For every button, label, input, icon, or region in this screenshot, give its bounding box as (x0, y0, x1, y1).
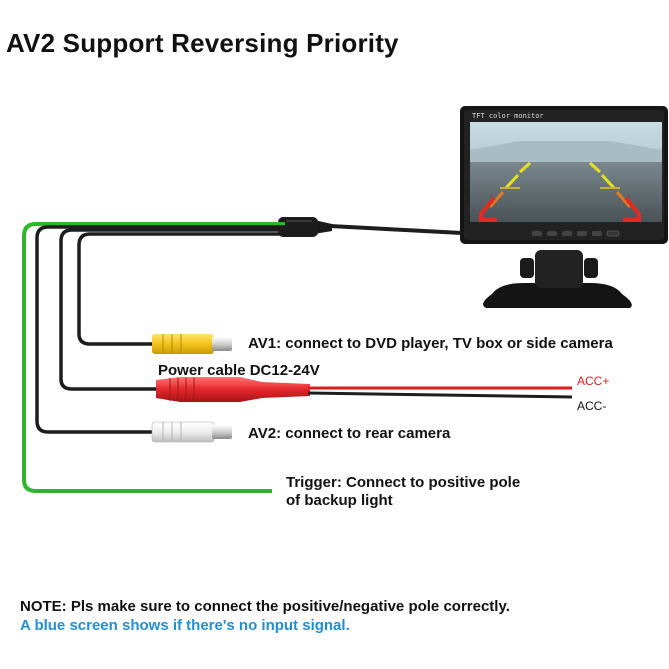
monitor-brand-text: TFT color monitor (472, 112, 544, 120)
page-title: AV2 Support Reversing Priority (6, 28, 399, 58)
power-cable-label: Power cable DC12-24V (158, 362, 320, 379)
main-cable (329, 224, 463, 235)
acc-plus-label: ACC+ (577, 374, 610, 388)
av2-wire (35, 225, 285, 434)
monitor-buttons (532, 230, 620, 237)
wire-harness (22, 222, 285, 493)
monitor: TFT color monitor (460, 106, 668, 244)
av1-label: AV1: connect to DVD player, TV box or si… (248, 335, 613, 352)
power-connector (156, 377, 310, 402)
acc-minus-label: ACC- (577, 399, 607, 413)
av2-rca-connector (151, 421, 232, 443)
trigger-label-line2: of backup light (286, 492, 393, 509)
av1-rca-connector (152, 334, 232, 354)
splitter-block (278, 217, 318, 237)
av2-label: AV2: connect to rear camera (248, 425, 451, 442)
note-text: NOTE: Pls make sure to connect the posit… (20, 598, 510, 615)
monitor-stand (483, 250, 632, 308)
av1-wire (77, 232, 285, 346)
power-wire (59, 228, 285, 391)
monitor-screen (470, 122, 662, 222)
trigger-wire (22, 222, 285, 493)
trigger-label-line1: Trigger: Connect to positive pole (286, 474, 521, 491)
cable-strain-relief (314, 220, 332, 234)
acc-minus-wire (307, 391, 573, 399)
note-blue-screen: A blue screen shows if there's no input … (20, 617, 350, 634)
